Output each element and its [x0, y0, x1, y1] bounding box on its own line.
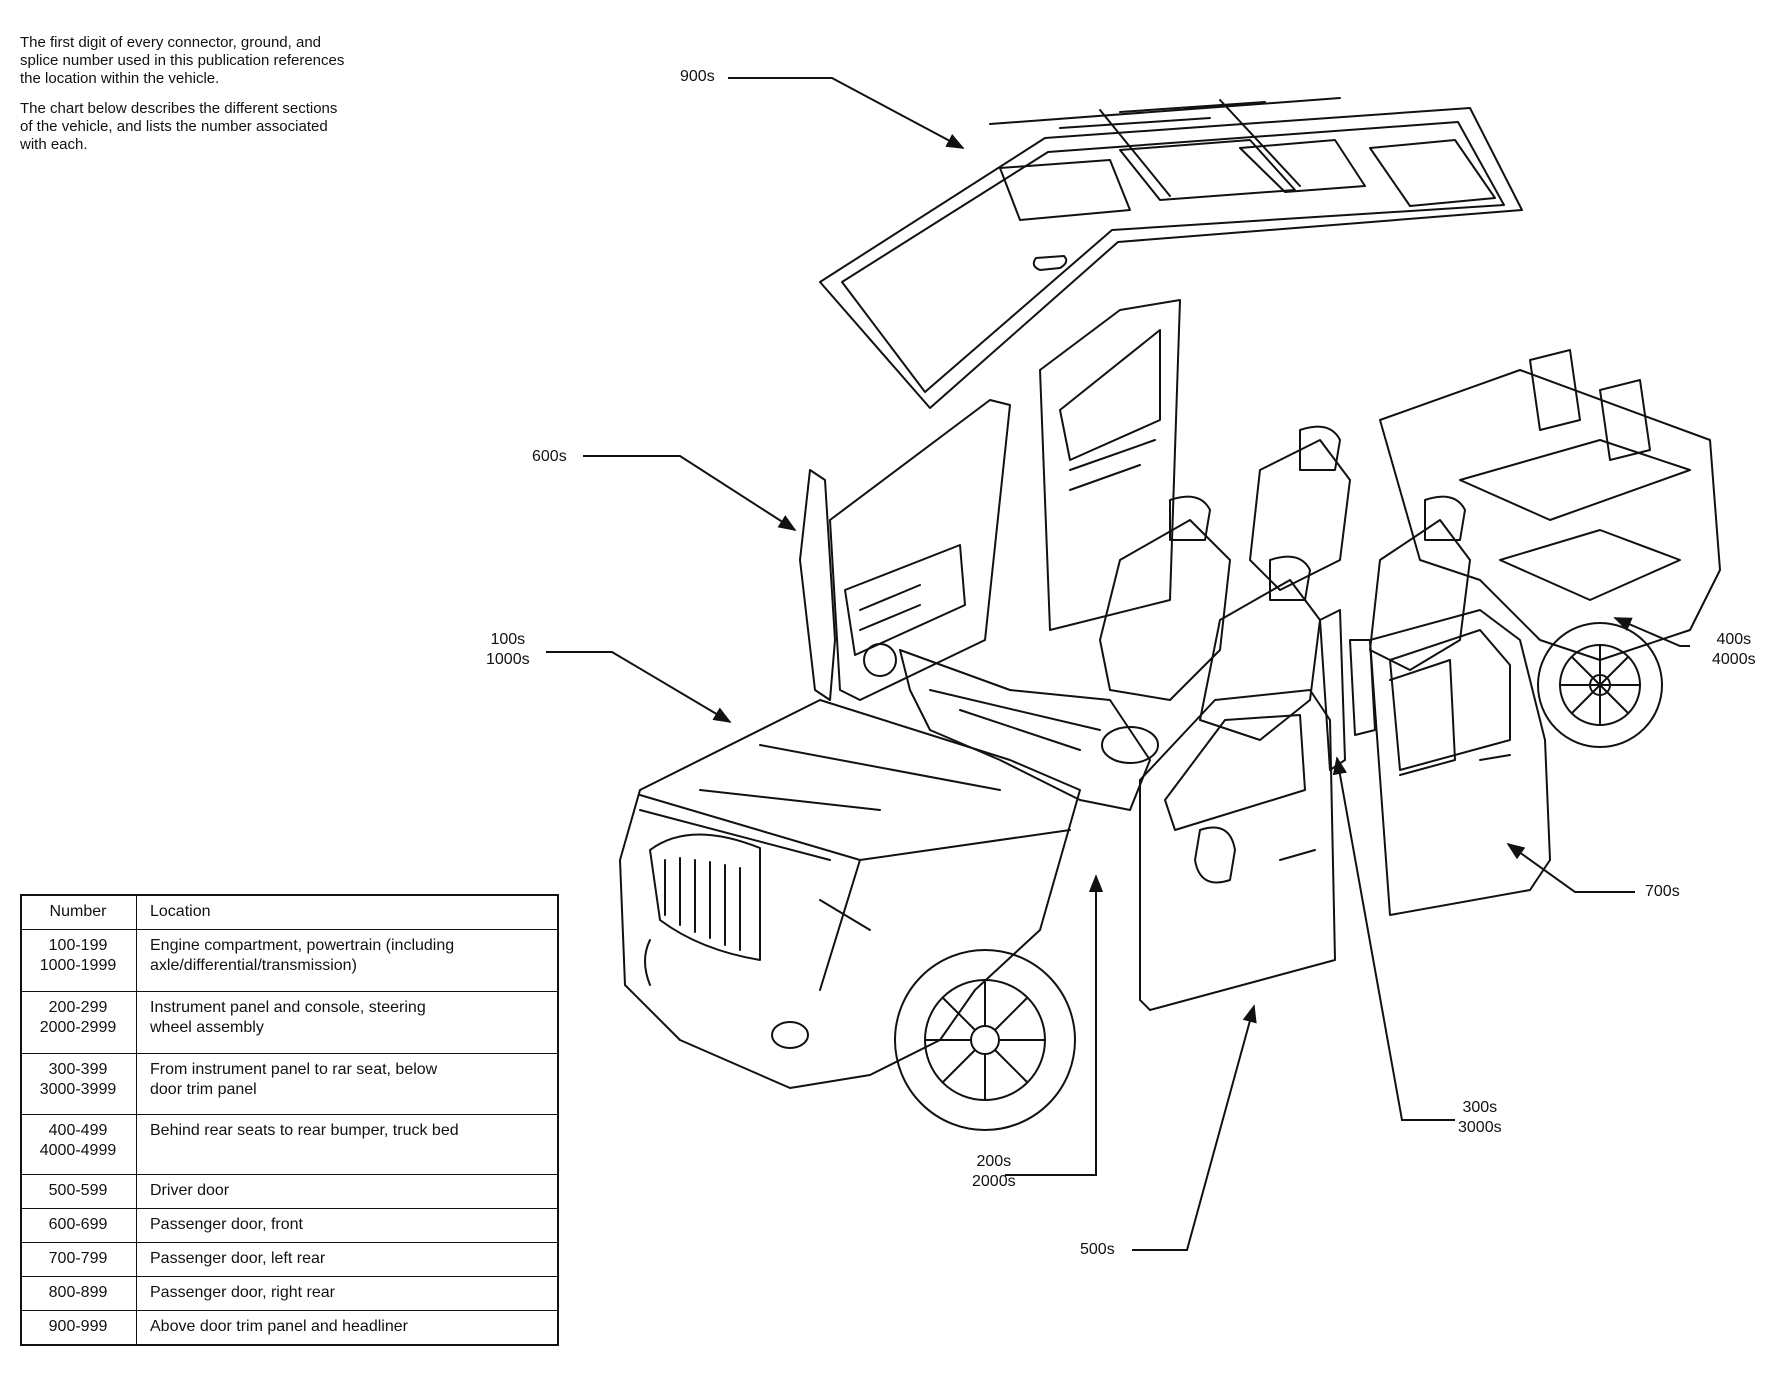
location-line-2: wheel assembly	[150, 1019, 264, 1036]
row-number: 800-899	[20, 1276, 137, 1311]
passenger-front-door	[799, 299, 1181, 701]
number-range: 300-399	[48, 1061, 108, 1078]
row-location: Passenger door, front	[136, 1208, 559, 1243]
number-range: 100-199	[48, 937, 108, 954]
callout-700s: 700s	[1645, 883, 1680, 900]
roof-headliner	[819, 97, 1523, 409]
table-row: 400-499 4000-4999 Behind rear seats to re…	[20, 1114, 559, 1175]
callout-100s: 100s 1000s	[486, 630, 530, 670]
location-line-1: Engine compartment, powertrain (includin…	[150, 937, 455, 954]
front-body	[619, 699, 1081, 1131]
callout-500s: 500s	[1080, 1241, 1115, 1258]
table-header-row: Number Location	[20, 894, 559, 930]
callout-400s-line-2: 4000s	[1712, 651, 1756, 668]
callout-200s-line-1: 200s	[976, 1153, 1012, 1170]
location-line-2: axle/differential/transmission)	[150, 957, 357, 974]
number-range-alt: 3000-3999	[39, 1081, 117, 1098]
table-row: 100-199 1000-1999 Engine compartment, pow…	[20, 929, 559, 992]
row-number: 700-799	[20, 1242, 137, 1277]
table-row: 300-399 3000-3999 From instrument panel t…	[20, 1053, 559, 1115]
intro-paragraph-2: The chart below describes the different …	[20, 100, 338, 153]
row-number: 100-199 1000-1999	[20, 929, 137, 992]
number-range-alt: 1000-1999	[39, 957, 117, 974]
row-location: Passenger door, left rear	[136, 1242, 559, 1277]
callout-100s-line-1: 100s	[490, 631, 526, 648]
callout-200s-line-2: 2000s	[972, 1173, 1016, 1190]
row-number: 400-499 4000-4999	[20, 1114, 137, 1175]
callout-300s-line-1: 300s	[1462, 1099, 1498, 1116]
row-location: Above door trim panel and headliner	[136, 1310, 559, 1346]
header-location: Location	[136, 894, 559, 930]
driver-door	[1139, 689, 1336, 1011]
leader-lines	[546, 77, 1690, 1251]
location-line-2: door trim panel	[150, 1081, 257, 1098]
number-range: 400-499	[48, 1122, 108, 1139]
number-range-alt: 4000-4999	[39, 1142, 117, 1159]
row-location: Passenger door, right rear	[136, 1276, 559, 1311]
table-row: 700-799 Passenger door, left rear	[20, 1242, 559, 1277]
table-row: 900-999 Above door trim panel and headli…	[20, 1310, 559, 1346]
row-number: 900-999	[20, 1310, 137, 1346]
row-location: Driver door	[136, 1174, 559, 1209]
row-location: From instrument panel to rar seat, below…	[136, 1053, 559, 1115]
header-number: Number	[20, 894, 137, 930]
location-line-1: Behind rear seats to rear bumper, truck …	[150, 1122, 459, 1139]
callout-400s: 400s 4000s	[1712, 630, 1756, 670]
b-pillar	[1319, 609, 1376, 771]
table-row: 600-699 Passenger door, front	[20, 1208, 559, 1243]
callout-400s-line-1: 400s	[1716, 631, 1752, 648]
instrument-panel	[899, 649, 1159, 811]
callout-100s-line-2: 1000s	[486, 651, 530, 668]
table-row: 200-299 2000-2999 Instrument panel and co…	[20, 991, 559, 1054]
rear-body	[1379, 349, 1721, 748]
number-range-alt: 2000-2999	[39, 1019, 117, 1036]
row-number: 500-599	[20, 1174, 137, 1209]
location-line-1: From instrument panel to rar seat, below	[150, 1061, 438, 1078]
location-table: Number Location 100-199 1000-1999 Engine …	[20, 894, 559, 1346]
table-row: 500-599 Driver door	[20, 1174, 559, 1209]
callout-300s-line-2: 3000s	[1458, 1119, 1502, 1136]
row-number: 300-399 3000-3999	[20, 1053, 137, 1115]
row-number: 200-299 2000-2999	[20, 991, 137, 1054]
table-row: 800-899 Passenger door, right rear	[20, 1276, 559, 1311]
row-number: 600-699	[20, 1208, 137, 1243]
intro-paragraph-1: The first digit of every connector, grou…	[20, 34, 345, 87]
callout-900s: 900s	[680, 68, 715, 85]
row-location: Instrument panel and console, steering wh…	[136, 991, 559, 1054]
row-location: Engine compartment, powertrain (includin…	[136, 929, 559, 992]
intro-text: The first digit of every connector, grou…	[20, 34, 350, 166]
left-rear-door	[1369, 609, 1551, 916]
number-range: 200-299	[48, 999, 108, 1016]
callout-600s: 600s	[532, 448, 567, 465]
location-line-1: Instrument panel and console, steering	[150, 999, 426, 1016]
callout-300s: 300s 3000s	[1458, 1098, 1502, 1138]
callout-200s: 200s 2000s	[972, 1152, 1016, 1192]
row-location: Behind rear seats to rear bumper, truck …	[136, 1114, 559, 1175]
